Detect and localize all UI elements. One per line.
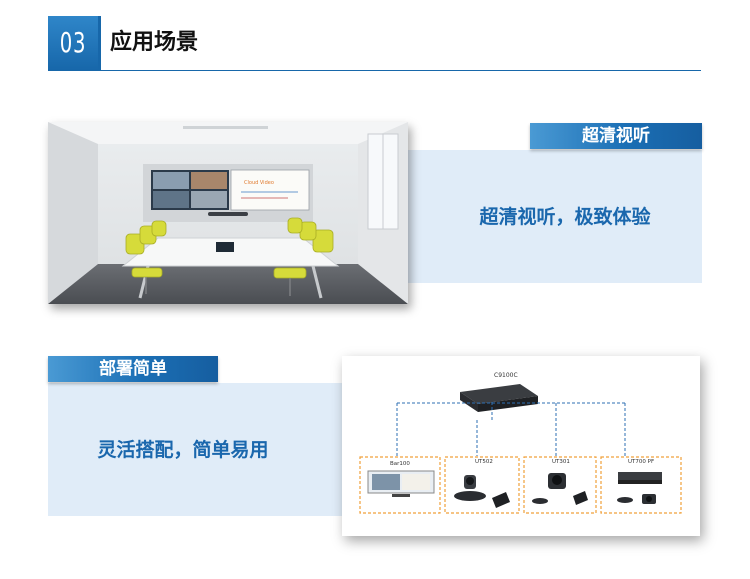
conference-room-image: Cloud Video bbox=[48, 122, 408, 304]
whiteboard-text: Cloud Video bbox=[244, 180, 274, 186]
badge-accent bbox=[98, 16, 101, 70]
feature-text-deploy: 灵活搭配，简单易用 bbox=[97, 439, 269, 461]
connector-lines bbox=[396, 402, 626, 456]
topology-svg: C9100C Bar100 UT502 UT301 UT700 PF bbox=[359, 372, 682, 514]
topology-diagram: C9100C Bar100 UT502 UT301 UT700 PF bbox=[342, 356, 700, 536]
feature-panel-hd bbox=[400, 150, 702, 283]
feature-text-hd: 超清视听，极致体验 bbox=[479, 206, 651, 228]
device-label-ut700pf: UT700 PF bbox=[628, 459, 654, 465]
bar100-icon bbox=[367, 470, 435, 497]
feature-label-hd: 超清视听 bbox=[530, 123, 702, 149]
device-label-ut502: UT502 bbox=[475, 459, 493, 465]
section-title: 应用场景 bbox=[110, 30, 199, 55]
ut700pf-icon bbox=[617, 472, 662, 504]
device-label-bar100: Bar100 bbox=[390, 461, 410, 467]
device-label-ut301: UT301 bbox=[552, 459, 570, 465]
header-divider bbox=[48, 70, 701, 71]
device-box-bar100 bbox=[359, 456, 441, 514]
section-number-badge: 03 bbox=[48, 16, 98, 70]
central-device-label: C9100C bbox=[494, 372, 518, 379]
feature-label-deploy: 部署简单 bbox=[48, 356, 218, 382]
device-box-ut700pf bbox=[600, 456, 682, 514]
feature-panel-deploy bbox=[48, 383, 378, 516]
device-box-ut301 bbox=[523, 456, 597, 514]
central-device-icon bbox=[460, 384, 538, 412]
ut301-icon bbox=[532, 473, 588, 505]
meeting-room-photo: Cloud Video bbox=[48, 122, 408, 304]
device-box-ut502 bbox=[444, 456, 520, 514]
ut502-icon bbox=[454, 475, 510, 508]
